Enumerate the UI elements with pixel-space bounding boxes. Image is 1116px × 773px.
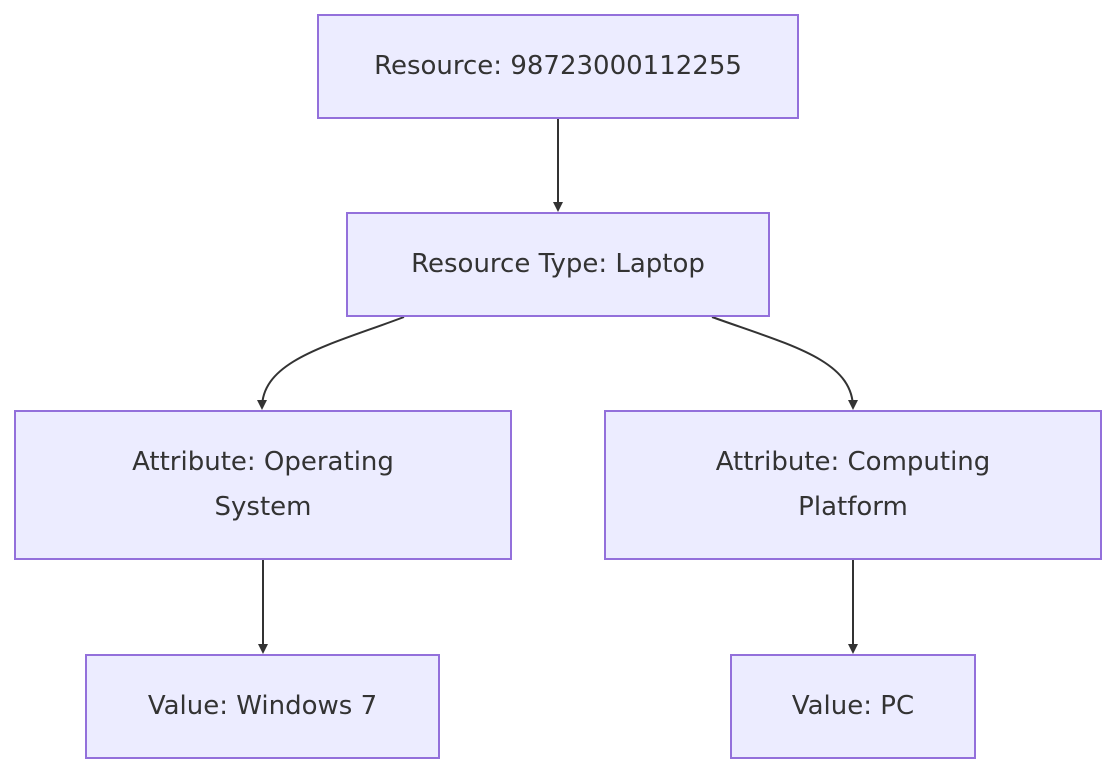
node-value-pc: Value: PC [730, 654, 976, 759]
node-resource-type: Resource Type: Laptop [346, 212, 770, 317]
node-resource: Resource: 98723000112255 [317, 14, 799, 119]
edge-type-to-attr-cp [711, 316, 858, 410]
node-attribute-operating-system: Attribute: Operating System [14, 410, 512, 560]
node-resource-label: Resource: 98723000112255 [374, 51, 742, 81]
node-attribute-operating-system-label: Attribute: Operating System [132, 447, 394, 522]
node-attribute-computing-platform: Attribute: Computing Platform [604, 410, 1102, 560]
node-value-windows-7-label: Value: Windows 7 [147, 691, 378, 721]
node-value-windows-7: Value: Windows 7 [85, 654, 440, 759]
node-resource-type-label: Resource Type: Laptop [411, 249, 705, 279]
node-attribute-computing-platform-label: Attribute: Computing Platform [715, 447, 991, 522]
edge-type-to-attr-os [257, 316, 405, 410]
node-value-pc-label: Value: PC [791, 691, 915, 721]
